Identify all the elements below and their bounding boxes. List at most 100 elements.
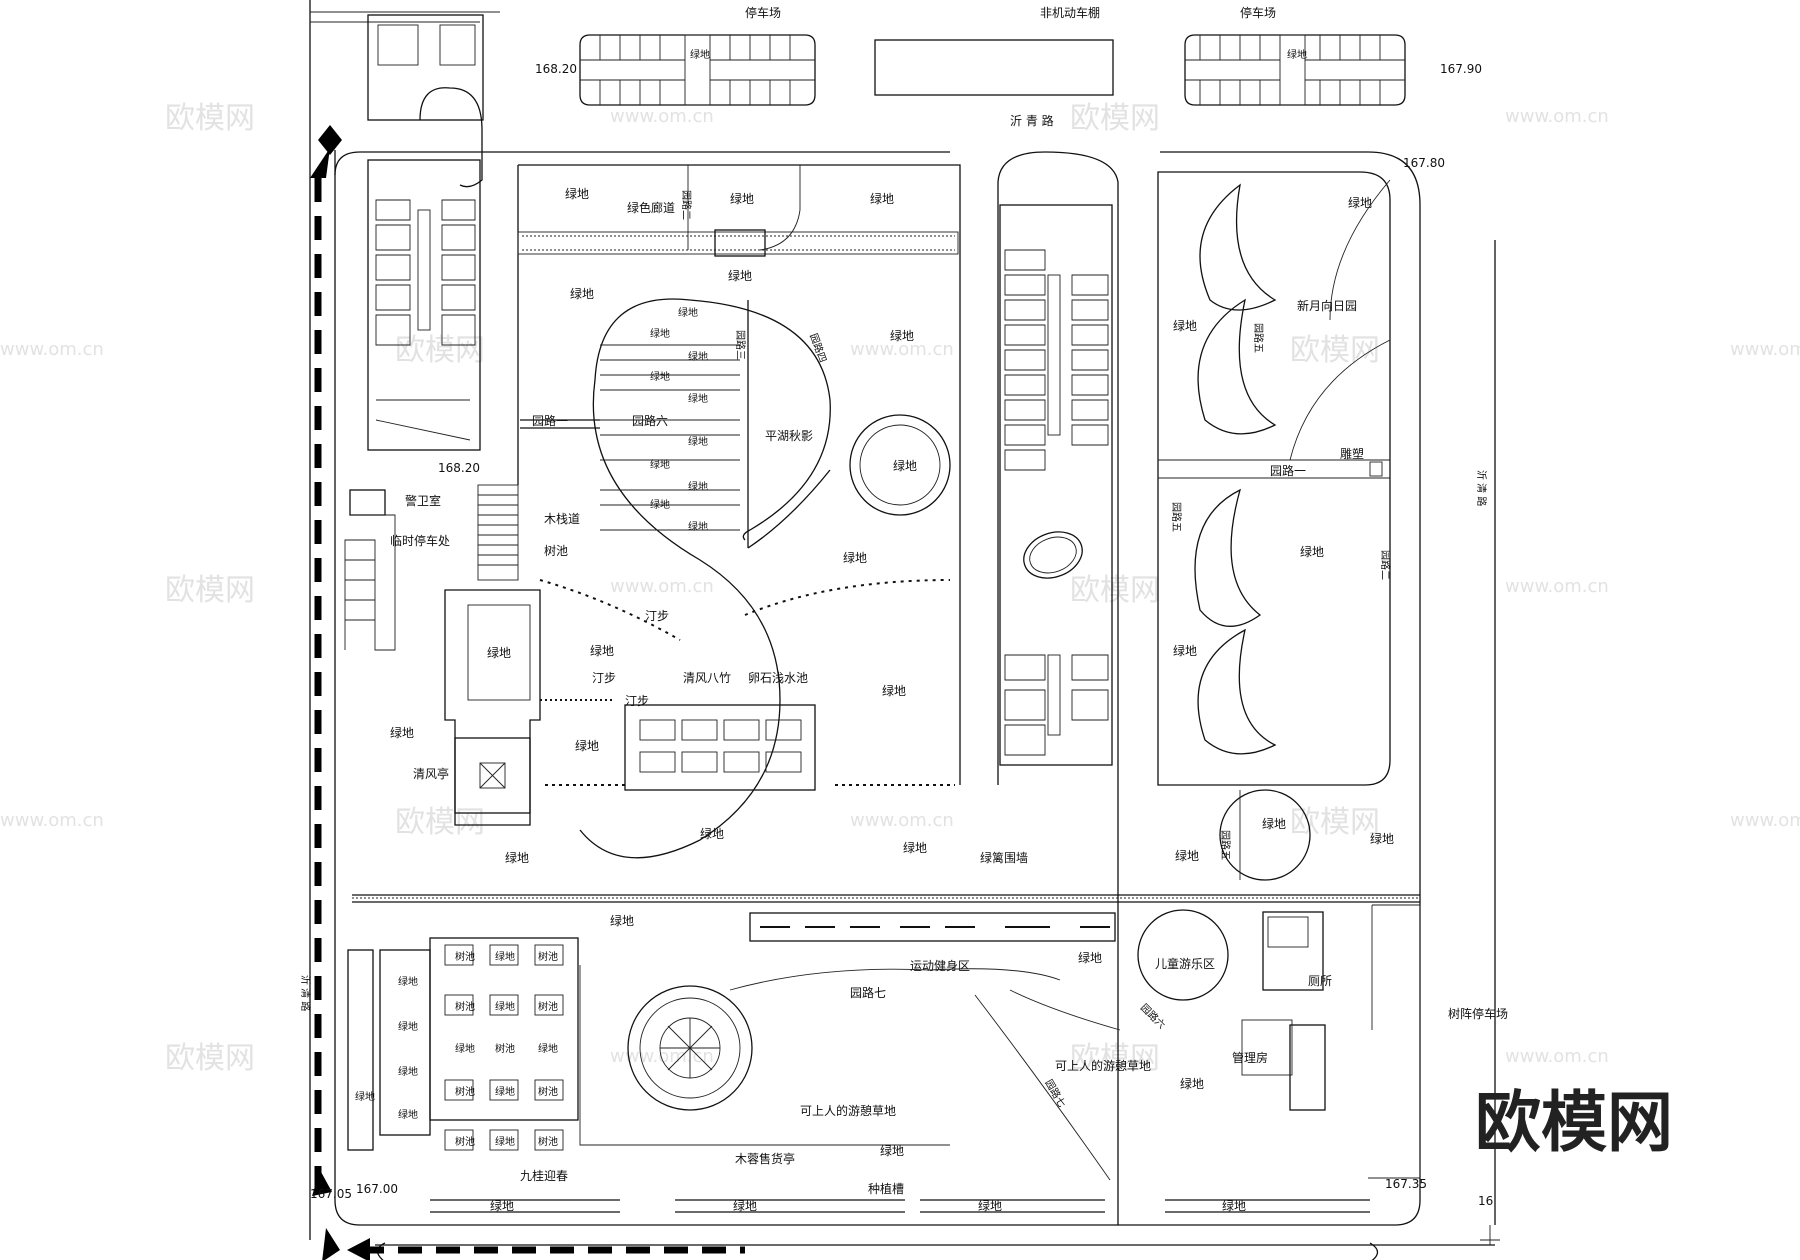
mgmt-label: 管理房 — [1232, 1050, 1268, 1065]
green-label: 绿地 — [733, 1198, 757, 1213]
lawn-walk-label: 可上人的游憩草地 — [800, 1103, 896, 1118]
watermark-url: www.om.cn — [1505, 576, 1609, 597]
green-label: 绿地 — [1262, 816, 1286, 831]
green-label: 绿地 — [398, 1020, 418, 1033]
tree-pool-label: 树池 — [455, 1000, 475, 1013]
parking-label: 停车场 — [745, 5, 781, 20]
flower-bed — [430, 1199, 1370, 1213]
green-label: 绿地 — [1300, 544, 1324, 559]
green-label: 绿地 — [590, 643, 614, 658]
watermark-logo: 欧模网 — [1070, 1041, 1160, 1076]
watermark-logo: 欧模网 — [1290, 333, 1380, 368]
watermark-url: www.om.cn — [610, 576, 714, 597]
garden-road-label: 园路六 — [1138, 1001, 1168, 1031]
green-label: 绿地 — [610, 913, 634, 928]
garden-road-6-label: 园路六 — [632, 413, 668, 428]
parking-label: 停车场 — [1240, 5, 1276, 20]
temp-parking — [344, 514, 396, 651]
management-building — [1289, 1024, 1326, 1111]
watermark-logo: 欧模网 — [395, 805, 485, 840]
kids-label: 儿童游乐区 — [1155, 956, 1215, 971]
green-label: 绿地 — [688, 392, 708, 405]
parking-lot-east — [1184, 34, 1406, 106]
watermark-logo: 欧模网 — [1070, 101, 1160, 136]
green-label: 绿地 — [398, 1065, 418, 1078]
arrow-up-icon — [310, 148, 330, 178]
garden-road-label: 园路五 — [1252, 323, 1265, 353]
tree-pool-label: 树池 — [538, 1085, 558, 1098]
crescent-garden-label: 新月向日园 — [1297, 298, 1357, 313]
step-stone-label: 汀步 — [592, 671, 616, 685]
green-label: 绿地 — [688, 435, 708, 448]
nine-flowers-label: 九桂迎春 — [520, 1168, 568, 1183]
green-label: 绿地 — [1370, 831, 1394, 846]
green-label: 绿地 — [730, 191, 754, 206]
pool-shadow-label: 平湖秋影 — [765, 428, 813, 443]
step-stones — [539, 579, 681, 641]
green-label: 绿地 — [575, 738, 599, 753]
green-label: 绿地 — [1180, 1076, 1204, 1091]
watermark-url: www.om.cn — [1505, 106, 1609, 127]
green-label: 绿地 — [903, 840, 927, 855]
elevation-se-right: 16 — [1478, 1194, 1493, 1208]
garden-road-label: 园路五 — [1170, 502, 1183, 532]
watermark-logo: 欧模网 — [395, 333, 485, 368]
tree-pool-label: 树池 — [544, 543, 568, 558]
green-label: 绿地 — [495, 1000, 515, 1013]
watermark-logo: 欧模网 — [165, 1041, 255, 1076]
green-label: 绿地 — [490, 1198, 514, 1213]
site-boundary — [309, 0, 1500, 1260]
green-label: 绿地 — [495, 1135, 515, 1148]
watermark-url: www.om.cn — [850, 810, 954, 831]
green-label: 绿地 — [650, 327, 670, 340]
tree-pool-grid — [347, 937, 579, 1151]
green-label: 绿地 — [565, 186, 589, 201]
green-label: 绿地 — [688, 350, 708, 363]
green-label: 绿地 — [688, 520, 708, 533]
toilet-building — [1262, 911, 1324, 991]
guard-room — [349, 489, 386, 516]
green-label: 绿地 — [882, 683, 906, 698]
road-label-side: 沂 清 路 — [299, 975, 312, 1011]
elevation-nw: 168.20 — [535, 62, 577, 76]
green-label: 绿地 — [398, 1108, 418, 1121]
green-label: 绿地 — [1173, 318, 1197, 333]
step-stone-label: 汀步 — [625, 694, 649, 708]
green-label: 绿地 — [487, 645, 511, 660]
elevation-ne-corner: 167.80 — [1403, 156, 1445, 170]
green-label: 绿地 — [495, 1085, 515, 1098]
green-label: 绿地 — [843, 550, 867, 565]
crescent-garden — [1157, 171, 1391, 881]
elevation-guard: 168.20 — [438, 461, 480, 475]
lawn-walk-area — [579, 965, 950, 1146]
tree-pool-label: 树池 — [538, 950, 558, 963]
kids-play-area — [1137, 909, 1229, 1001]
green-label: 绿地 — [650, 370, 670, 383]
green-label: 绿地 — [538, 1042, 558, 1055]
watermark-url: www.om.cn — [610, 106, 714, 127]
fitness-label: 运动健身区 — [910, 958, 970, 973]
garden-north-boundary — [518, 164, 961, 785]
green-label: 绿地 — [495, 950, 515, 963]
building-central — [997, 151, 1119, 1225]
watermark-logo: 欧模网 — [165, 101, 255, 136]
watermark-url: www.om.cn — [1730, 339, 1800, 360]
pebble-pool — [624, 704, 816, 791]
tree-pool-label: 树池 — [495, 1042, 515, 1055]
green-corridor — [517, 231, 959, 255]
green-label: 绿地 — [398, 975, 418, 988]
building-northwest — [367, 14, 484, 451]
garden-road-label: 园路三 — [734, 330, 747, 360]
green-label: 绿地 — [1175, 848, 1199, 863]
fitness-area — [749, 912, 1116, 942]
green-label: 绿地 — [978, 1198, 1002, 1213]
garden-road-label: 园路二 — [680, 190, 693, 220]
garden-road-label: 园路四 — [807, 332, 829, 365]
tree-pool-label: 树池 — [455, 1085, 475, 1098]
watermark-logo: 欧模网 — [1290, 805, 1380, 840]
watermark-url: www.om.cn — [610, 1046, 714, 1067]
guard-room-label: 警卫室 — [405, 493, 441, 508]
brand-logo: 欧模网 — [1475, 1084, 1673, 1161]
green-label: 绿地 — [1173, 643, 1197, 658]
